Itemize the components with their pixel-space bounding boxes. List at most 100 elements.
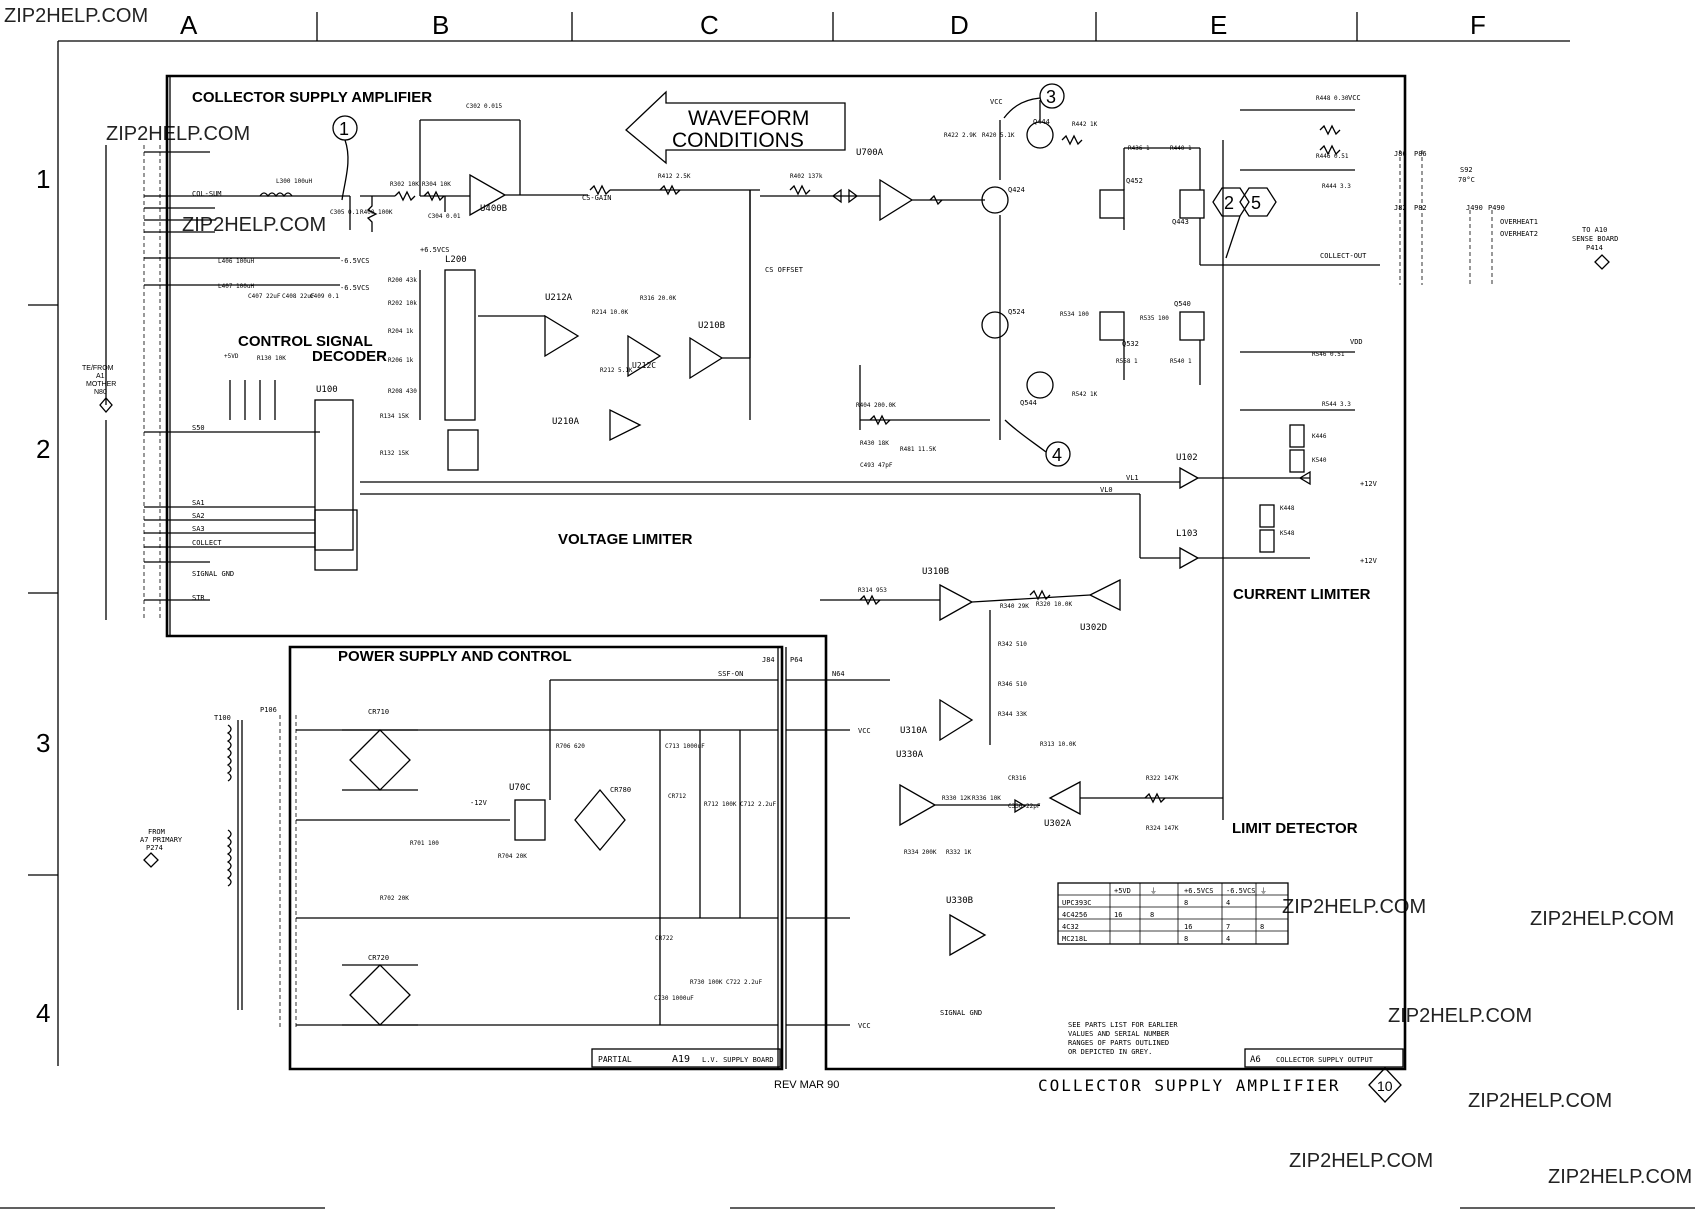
footer-note: VALUES AND SERIAL NUMBER [1068,1030,1170,1038]
grid-row-label: 3 [36,728,50,758]
grid-col-label: C [700,10,719,40]
value-r540: R540 1 [1170,358,1192,365]
table-cell: 8 [1184,899,1188,907]
connector-j82: J82 [1394,204,1407,212]
signal-cs-gain: CS-GAIN [582,194,612,202]
value-r546: R546 0.51 [1312,351,1345,358]
waveform-callout-line2: CONDITIONS [672,129,804,152]
signal-neg-12v: -12V [470,799,488,807]
signal-s50: S50 [192,424,205,432]
table-cell: 16 [1114,911,1122,919]
grid-row-label: 4 [36,998,50,1028]
value-l300: L300 100uH [276,178,313,185]
footer-note: SEE PARTS LIST FOR EARLIER [1068,1021,1178,1029]
transformer-t100: T100 [214,714,231,722]
waveform-markers: 1 3 4 2 5 [332,83,1277,467]
grid-col-label: A [180,10,198,40]
value-r444: R444 3.3 [1322,183,1351,190]
value-r206: R206 1k [388,357,414,364]
value-c407: C407 22uF [248,293,281,300]
revision: REV MAR 90 [774,1079,839,1091]
partial-board: L.V. SUPPLY BOARD [702,1056,774,1064]
table-header-cell: +6.5VCS [1184,887,1214,895]
value-r202: R202 10k [388,300,417,307]
value-r542: R542 1K [1072,391,1098,398]
signal-neg-6-5vcs-2: -6.5VCS [340,284,370,292]
table-cell: 16 [1184,923,1192,931]
table-header-cell: ⏚ [1260,887,1267,895]
value-r340: R340 29K [1000,603,1029,610]
table-header-cell: -6.5VCS [1226,887,1256,895]
partial-label: PARTIAL [598,1055,632,1064]
relay-k548: K548 [1280,530,1295,537]
signal-gnd-bottom: SIGNAL GND [940,1009,982,1017]
watermark-text: ZIP2HELP.COM [1289,1150,1433,1172]
value-r334: R334 200K [904,849,937,856]
waveform-marker: 1 [339,119,349,139]
value-r342: R342 510 [998,641,1027,648]
signal-col-sum: COL-SUM [192,190,222,198]
signal-vcc-ps: VCC [858,727,871,735]
value-c336: C336 22pF [1008,803,1041,810]
bridge-cr720: CR720 [368,954,389,962]
ic-l103: L103 [1176,529,1198,539]
mosfet-q540: Q540 [1174,300,1191,308]
power-supply-circuit: T100 FROM A7 PRIMARY P274 P106 CR710 CR7… [140,656,890,1030]
value-r400: R400 100K [360,209,393,216]
connector-p490: P490 [1488,204,1505,212]
waveform-marker: 3 [1046,87,1056,107]
signal-collect: COLLECT [192,539,222,547]
value-r346: R346 510 [998,681,1027,688]
transistor-q444: Q444 [1033,118,1050,126]
value-r701: R701 100 [410,840,439,847]
mosfet-q452: Q452 [1126,177,1143,185]
connector-j84: J84 [762,656,775,664]
board-name: COLLECTOR SUPPLY OUTPUT [1276,1056,1374,1064]
grid-col-label: B [432,10,449,40]
signal-overheat2: OVERHEAT2 [1500,230,1538,238]
signal-vl0: VL0 [1100,486,1113,494]
section-limit-detector: LIMIT DETECTOR [1232,820,1358,837]
ic-u302a: U302A [1044,819,1072,829]
connector-j86: J86 [1394,150,1407,158]
value-r422: R422 2.9K [944,132,977,139]
section-control-signal-1: CONTROL SIGNAL [238,333,373,350]
ic-u310a: U310A [900,726,928,736]
watermarks: ZIP2HELP.COM ZIP2HELP.COM ZIP2HELP.COM Z… [4,5,1692,1188]
value-r314: R314 953 [858,587,887,594]
grid-col-label: F [1470,10,1486,40]
ic-u400b: U400B [480,204,507,214]
value-r442: R442 1K [1072,121,1098,128]
value-r344: R344 33K [998,711,1027,718]
grid-frame: A B C D E F 1 2 3 4 [0,10,1695,1209]
mosfet-q443: Q443 [1172,218,1189,226]
grid-row-label: 1 [36,164,50,194]
value-c304: C304 0.01 [428,213,461,220]
value-r706: R706 620 [556,743,585,750]
switch-s92: S92 [1460,166,1473,174]
ic-u310b: U310B [922,567,949,577]
table-cell: 4 [1226,899,1230,907]
signal-n64: N64 [832,670,845,678]
switch-s92-temp: 70°C [1458,176,1475,184]
value-r324: R324 147K [1146,825,1179,832]
value-r132: R132 15K [380,450,409,457]
value-r402: R402 137k [790,173,823,180]
watermark-text: ZIP2HELP.COM [1548,1166,1692,1188]
left-connector-label: TE/FROM [82,365,114,372]
watermark-text: ZIP2HELP.COM [1388,1005,1532,1027]
ic-u210a: U210A [552,417,580,427]
ic-u70c: U70C [509,783,531,793]
ic-u700a: U700A [856,148,884,158]
table-cell: MC218L [1062,935,1087,943]
watermark-text: ZIP2HELP.COM [4,5,148,27]
section-current-limiter: CURRENT LIMITER [1233,586,1371,603]
value-r535: R535 100 [1140,315,1169,322]
bridge-cr710: CR710 [368,708,389,716]
connector-p82: P82 [1414,204,1427,212]
footer-note: OR DEPICTED IN GREY. [1068,1048,1152,1056]
relay-k448: K448 [1280,505,1295,512]
grid-row-label: 2 [36,434,50,464]
connector-j490: J490 [1466,204,1483,212]
